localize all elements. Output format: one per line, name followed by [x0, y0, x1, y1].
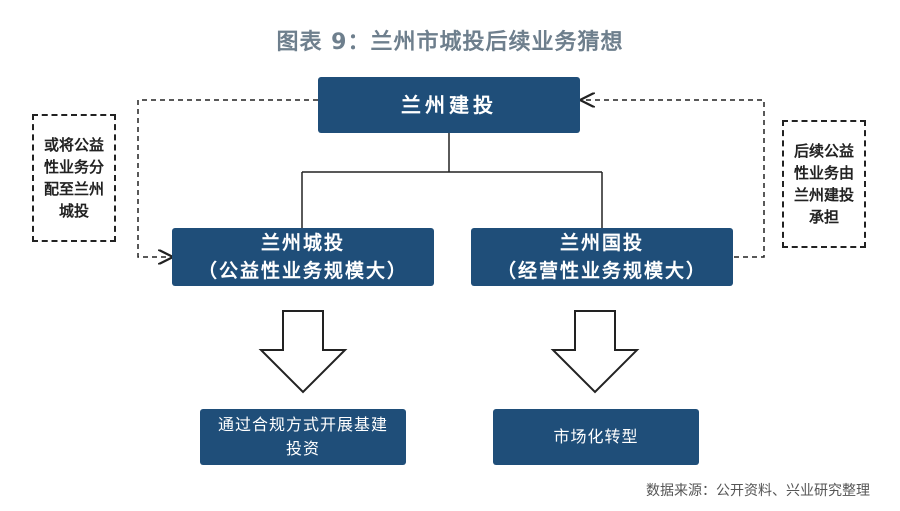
node-lanzhou-guotou: 兰州国投 （经营性业务规模大）: [471, 228, 733, 286]
note-right-text: 后续公益性业务由兰州建投承担: [793, 142, 854, 226]
left-dashed-arrow: [137, 99, 318, 257]
outcome-label: 市场化转型: [553, 427, 639, 446]
note-left: 或将公益性业务分配至兰州城投: [32, 114, 116, 242]
outcome-left: 通过合规方式开展基建投资: [200, 409, 406, 465]
note-left-text: 或将公益性业务分配至兰州城投: [43, 136, 104, 220]
right-down-arrow: [550, 310, 640, 394]
right-dashed-arrow: [583, 100, 765, 258]
node-label: 兰州城投: [260, 232, 345, 254]
outcome-right: 市场化转型: [493, 409, 699, 465]
node-lanzhou-chengtou: 兰州城投 （公益性业务规模大）: [172, 228, 434, 286]
tree-connector: [301, 133, 603, 228]
chart-title: 图表 9：兰州市城投后续业务猜想: [276, 30, 624, 55]
node-desc: （公益性业务规模大）: [197, 260, 408, 282]
source-note: 数据来源：公开资料、兴业研究整理: [646, 483, 870, 499]
node-label: 兰州国投: [559, 232, 644, 254]
left-down-arrow: [258, 310, 348, 394]
node-label: 兰州建投: [401, 93, 497, 117]
note-right: 后续公益性业务由兰州建投承担: [782, 120, 866, 248]
node-lanzhou-jiantou: 兰州建投: [318, 77, 580, 133]
node-desc: （经营性业务规模大）: [496, 260, 707, 282]
outcome-label: 通过合规方式开展基建投资: [217, 415, 388, 458]
